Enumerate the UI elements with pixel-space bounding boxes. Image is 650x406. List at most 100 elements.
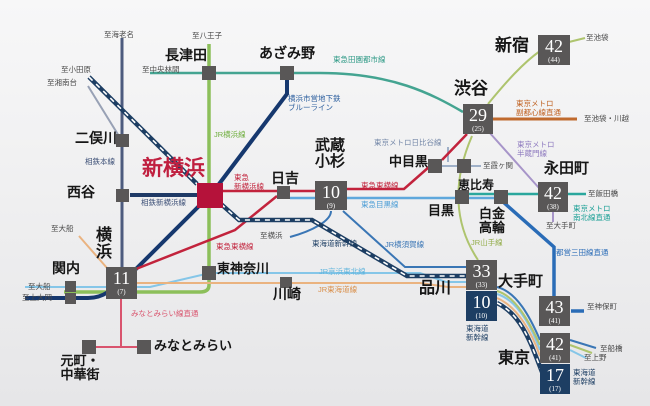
line-hanzomon xyxy=(488,131,554,222)
direction-label-ofuna-tokaido: 至大船 xyxy=(51,224,74,233)
line-label-meguro: 東急目黒線 xyxy=(361,200,399,209)
station-marker-minatomirai xyxy=(137,340,151,354)
station-marker-kannai-blueline xyxy=(65,293,76,304)
direction-label-jimbocho: 至神保町 xyxy=(587,302,617,311)
line-label-shinkansen-shinagawa: 東海道 新幹線 xyxy=(466,324,489,342)
line-label-mita: 都営三田線直通 xyxy=(556,248,609,257)
time-box-shinagawa-shinkansen: 10 (10) xyxy=(466,291,497,321)
time-value: 33 xyxy=(472,261,491,281)
time-value: 42 xyxy=(544,183,562,203)
direction-label-shonandai: 至湘南台 xyxy=(47,78,77,87)
direction-label-otemachi: 至大手町 xyxy=(546,221,576,230)
station-label-kawasaki: 川崎 xyxy=(273,288,301,303)
line-label-line: 副都心線直通 xyxy=(516,108,561,117)
line-label-minatomirai: みなとみらい線直通 xyxy=(131,309,199,318)
station-label-line: 横 xyxy=(96,227,113,244)
time-value: 10 xyxy=(472,292,491,312)
station-label-musashikosugi: 武蔵 小杉 xyxy=(311,138,349,171)
station-label-nakameguro: 中目黒 xyxy=(389,154,429,169)
time-box-shinagawa: 33 (33) xyxy=(466,260,497,290)
direction-label-ofuna-keihin: 至大船 xyxy=(28,282,51,291)
station-marker-shirokane-takanawa xyxy=(494,190,508,204)
line-label-line: 東京メトロ xyxy=(516,99,554,108)
line-label-hibiya: 東京メトロ日比谷線 xyxy=(374,138,442,147)
station-label-shinjuku: 新宿 xyxy=(495,36,529,55)
line-label-line: 東急 xyxy=(234,173,249,182)
line-label-toyoko-a: 東急東横線 xyxy=(216,242,254,251)
time-value: 10 xyxy=(322,182,340,202)
line-label-line: 東京メトロ xyxy=(517,140,555,149)
station-label-line: 中華街 xyxy=(60,366,100,382)
line-label-shinkansen: 東海道新幹線 xyxy=(312,239,357,248)
station-label-shibuya: 渋谷 xyxy=(454,79,488,98)
station-label-line: 高輪 xyxy=(478,219,505,235)
station-label-nishiya: 西谷 xyxy=(67,186,95,201)
station-marker-kannai-keihin xyxy=(65,281,76,292)
time-value: 29 xyxy=(469,105,487,125)
station-label-line: 元町・ xyxy=(60,353,100,368)
station-marker-higashi-kanagawa xyxy=(202,266,216,280)
station-label-nagatacho: 永田町 xyxy=(544,161,590,177)
line-label-line: 新幹線 xyxy=(573,377,596,386)
station-label-nagatsuta: 長津田 xyxy=(165,49,207,64)
time-alt: (38) xyxy=(547,203,559,211)
time-value: 43 xyxy=(545,297,564,317)
direction-label-chuorinkan: 至中央林間 xyxy=(142,65,180,74)
line-tokyu-red xyxy=(135,133,468,271)
station-label-tokyo: 東京 xyxy=(498,350,531,367)
time-value: 42 xyxy=(546,334,564,354)
direction-label-ebina: 至海老名 xyxy=(104,30,134,39)
line-label-line: 東海道 xyxy=(573,368,596,377)
time-box-tokyo-shinkansen: 17 (17) xyxy=(540,364,570,394)
line-label-yokosuka: JR横須賀線 xyxy=(385,240,425,249)
line-jr-yokohama xyxy=(64,44,211,294)
station-label-ebisu: 恵比寿 xyxy=(458,178,495,192)
station-label-otemachi: 大手町 xyxy=(498,274,544,290)
line-label-line: 新幹線 xyxy=(466,333,489,342)
station-marker-meguro xyxy=(455,190,469,204)
direction-label-ueno: 至上野 xyxy=(584,353,607,362)
direction-label-ikebukuro-kawagoe: 至池袋・川越 xyxy=(584,114,629,123)
line-label-blueline: 横浜市営地下鉄 ブルーライン xyxy=(288,94,341,112)
line-denentoshi xyxy=(150,71,464,114)
station-marker-futamatagawa xyxy=(116,134,129,147)
direction-label-odawara: 至小田原 xyxy=(61,65,91,74)
station-marker-motomachi-chukagai xyxy=(82,340,96,354)
direction-label-kamiooka: 至上大岡 xyxy=(22,293,52,302)
station-label-shirokane-takanawa: 白金 高輪 xyxy=(477,207,507,234)
line-label-sotetsu-main: 相鉄本線 xyxy=(85,157,115,166)
time-alt: (33) xyxy=(475,281,488,289)
station-marker-azamino xyxy=(280,66,294,80)
station-label-shin-yokohama: 新横浜 xyxy=(142,156,205,180)
time-value: 42 xyxy=(545,36,563,56)
direction-label-ikebukuro: 至池袋 xyxy=(586,33,609,42)
direction-label-hachioji: 至八王子 xyxy=(192,31,222,40)
time-box-shibuya: 29 (25) xyxy=(463,104,493,134)
line-label-tokyu-shinyokohama: 東急 新横浜線 xyxy=(234,173,264,191)
station-label-futamatagawa: 二俣川 xyxy=(75,132,117,147)
station-marker-hiyoshi xyxy=(277,186,290,199)
line-label-fukutoshin: 東京メトロ 副都心線直通 xyxy=(516,99,561,117)
line-minatomirai xyxy=(95,299,137,348)
station-label-yokohama: 横 浜 xyxy=(96,227,113,262)
station-label-azamino: あざみ野 xyxy=(259,47,315,62)
line-mita xyxy=(500,199,584,313)
line-label-toyoko-b: 東急東横線 xyxy=(361,181,399,190)
time-alt: (41) xyxy=(549,354,561,362)
line-label-denentoshi: 東急田園都市線 xyxy=(333,55,386,64)
line-label-keihintohoku: JR京浜東北線 xyxy=(319,267,366,276)
time-box-nagatacho: 42 (38) xyxy=(538,182,568,212)
station-label-line: 浜 xyxy=(96,243,113,261)
line-shinkansen-stripe xyxy=(88,76,543,373)
time-alt: (9) xyxy=(326,202,336,210)
time-box-otemachi: 43 (41) xyxy=(539,296,570,326)
time-alt: (17) xyxy=(549,385,561,393)
time-alt: (7) xyxy=(117,288,126,296)
direction-label-yokohama: 至横浜 xyxy=(260,231,283,240)
station-label-line: 白金 xyxy=(478,206,505,221)
direction-label-kasumigaseki: 至霞ヶ関 xyxy=(483,161,513,170)
time-alt: (44) xyxy=(548,56,560,64)
time-value: 17 xyxy=(546,365,564,385)
station-marker-nishiya xyxy=(116,189,129,202)
